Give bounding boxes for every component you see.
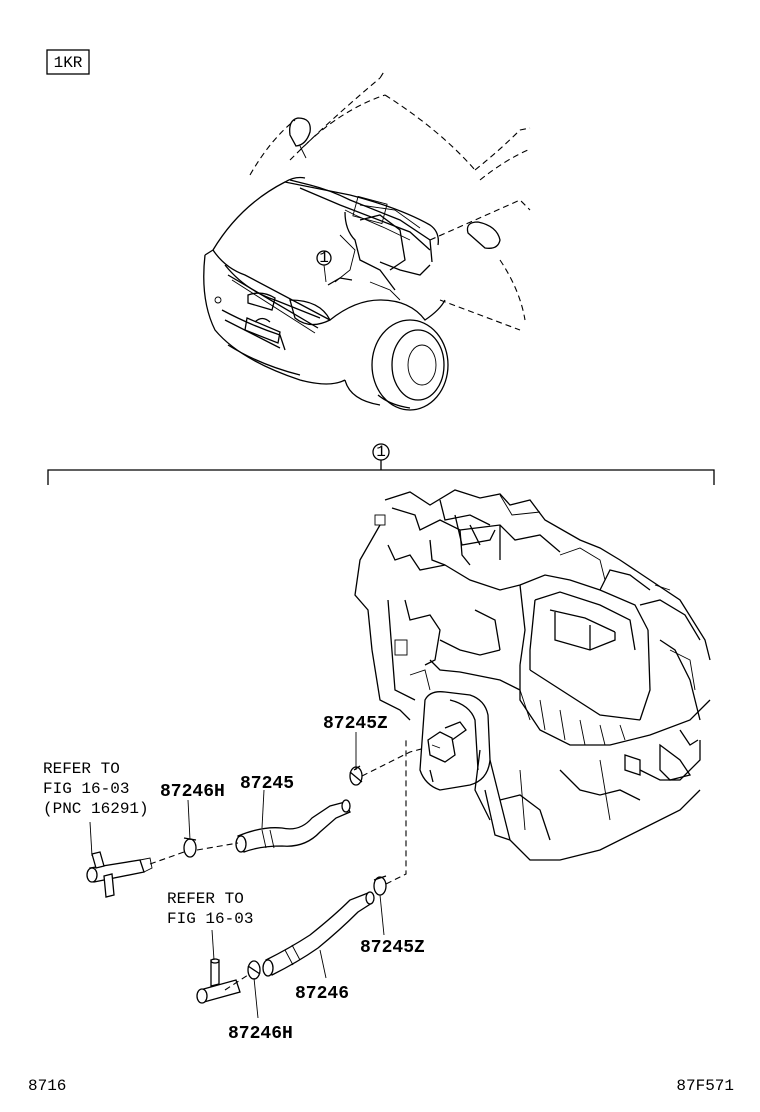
part-number-87246h-bottom[interactable]: 87246H (228, 1024, 293, 1044)
leader-lines (89, 732, 385, 1019)
connection-lines (149, 740, 426, 991)
footer-left-code: 8716 (28, 1077, 66, 1095)
hvac-unit-illustration (354, 489, 711, 861)
clamp-87245z-bottom (373, 875, 387, 896)
part-number-87245z-top[interactable]: 87245Z (323, 714, 388, 734)
refer-label-2-line1: REFER TO (167, 890, 244, 908)
hose-87246 (262, 891, 375, 977)
part-number-87246[interactable]: 87246 (295, 984, 349, 1004)
refer-label-2-line2: FIG 16-03 (167, 910, 253, 928)
assembly-bracket: 1 (47, 443, 715, 485)
refer-label-1-line3: (PNC 16291) (43, 800, 149, 818)
engine-code-badge: 1KR (46, 49, 90, 75)
part-number-87245[interactable]: 87245 (240, 774, 294, 794)
pipe-fig16-03-lower (196, 958, 241, 1004)
clamp-87246h-bottom (247, 960, 261, 980)
car-callout-mark: 1 (319, 249, 329, 267)
hose-87245 (235, 799, 351, 853)
refer-label-1-line1: REFER TO (43, 760, 120, 778)
refer-label-1-line2: FIG 16-03 (43, 780, 129, 798)
vehicle-illustration: 1 (203, 69, 531, 411)
part-number-87245z-bottom[interactable]: 87245Z (360, 938, 425, 958)
part-number-87246h-top[interactable]: 87246H (160, 782, 225, 802)
pipe-fig16-03-upper (86, 851, 153, 898)
bracket-callout-mark: 1 (376, 443, 386, 461)
clamp-87246h-top (183, 837, 197, 858)
engine-code-text: 1KR (54, 54, 83, 72)
footer-right-code: 87F571 (676, 1077, 734, 1095)
